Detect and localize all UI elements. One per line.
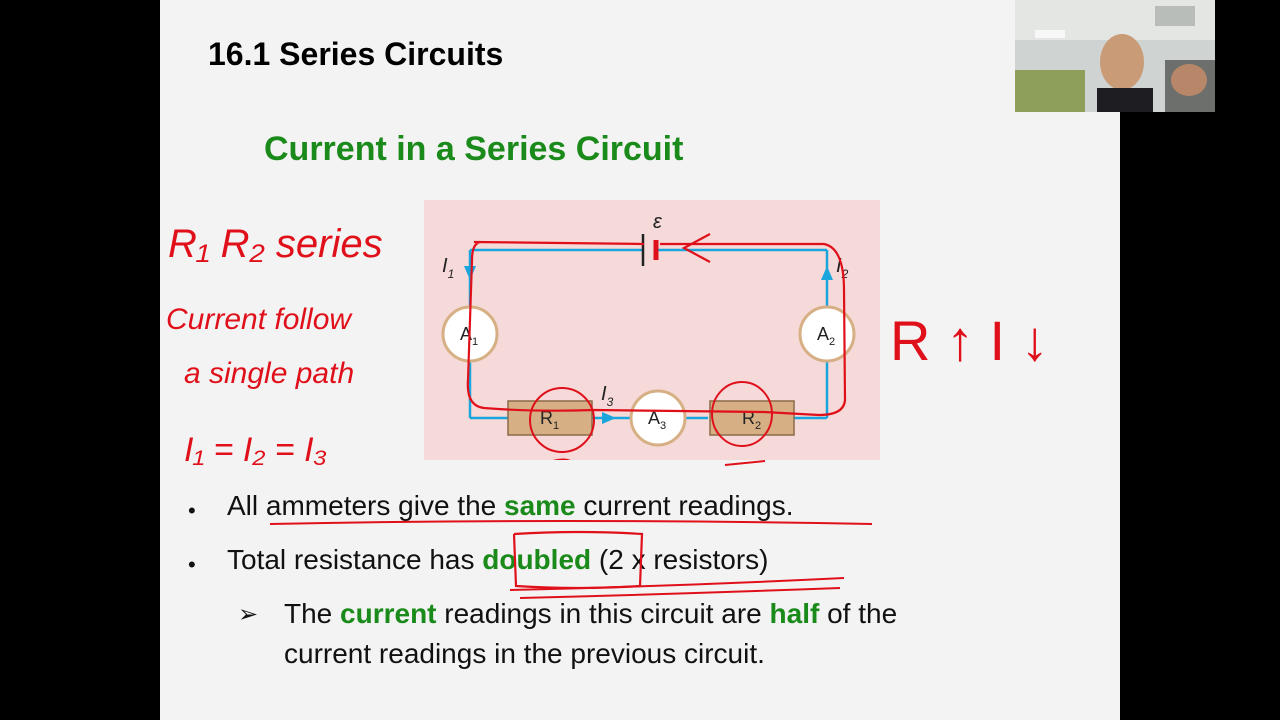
circuit-diagram: ε I1 I2 I3 A1 A2 A3 R1 R2	[424, 200, 880, 460]
ink-mark-r2	[724, 460, 766, 466]
ink-equality: I₁ = I₂ = I₃	[184, 431, 327, 469]
presenter-webcam	[1015, 0, 1215, 112]
resistor-r1: R1	[507, 400, 593, 436]
slide-subtitle: Current in a Series Circuit	[264, 130, 684, 168]
svg-text:A3: A3	[648, 408, 666, 432]
bullet-2: Total resistance has doubled (2 x resist…	[227, 544, 769, 575]
ink-circuit-loop	[466, 240, 847, 417]
bullet-dot: •	[188, 552, 196, 577]
emf-label: ε	[653, 211, 663, 233]
ink-circle-r2	[711, 381, 773, 447]
ammeter-a2: A2	[798, 305, 856, 363]
ink-path-note-2: a single path	[184, 357, 354, 390]
arrow-bullet-icon: ➢	[238, 601, 259, 628]
ink-arrow-head	[681, 233, 711, 263]
ink-path-note-1: Current follow	[166, 303, 353, 336]
ink-circle-r1	[529, 387, 595, 453]
i1-arrow	[464, 266, 476, 280]
i3-label: I3	[601, 383, 614, 409]
i1-label: I1	[442, 255, 454, 281]
handwritten-annotations: R₁ R₂ series Current follow a single pat…	[166, 222, 1049, 469]
slide-title: 16.1 Series Circuits	[208, 36, 504, 72]
i3-arrow	[602, 412, 616, 424]
ammeter-a3: A3	[629, 389, 687, 447]
ink-series-note: R₁ R₂ series	[168, 222, 383, 266]
svg-text:R2: R2	[742, 408, 761, 432]
svg-text:A2: A2	[817, 324, 835, 348]
i2-arrow	[821, 266, 833, 280]
ink-relation: R ↑ I ↓	[890, 309, 1049, 372]
sub-bullet-line-1: The current readings in this circuit are…	[284, 598, 898, 629]
i2-label: I2	[836, 255, 849, 281]
bullet-1: All ammeters give the same current readi…	[227, 490, 794, 521]
resistor-r2: R2	[709, 400, 795, 436]
bullet-dot: •	[188, 498, 196, 523]
sub-bullet-line-2: current readings in the previous circuit…	[284, 638, 765, 669]
slide: 16.1 Series Circuits Current in a Series…	[160, 0, 1120, 720]
ink-bullet-marks	[269, 520, 873, 599]
svg-text:R1: R1	[540, 408, 559, 432]
